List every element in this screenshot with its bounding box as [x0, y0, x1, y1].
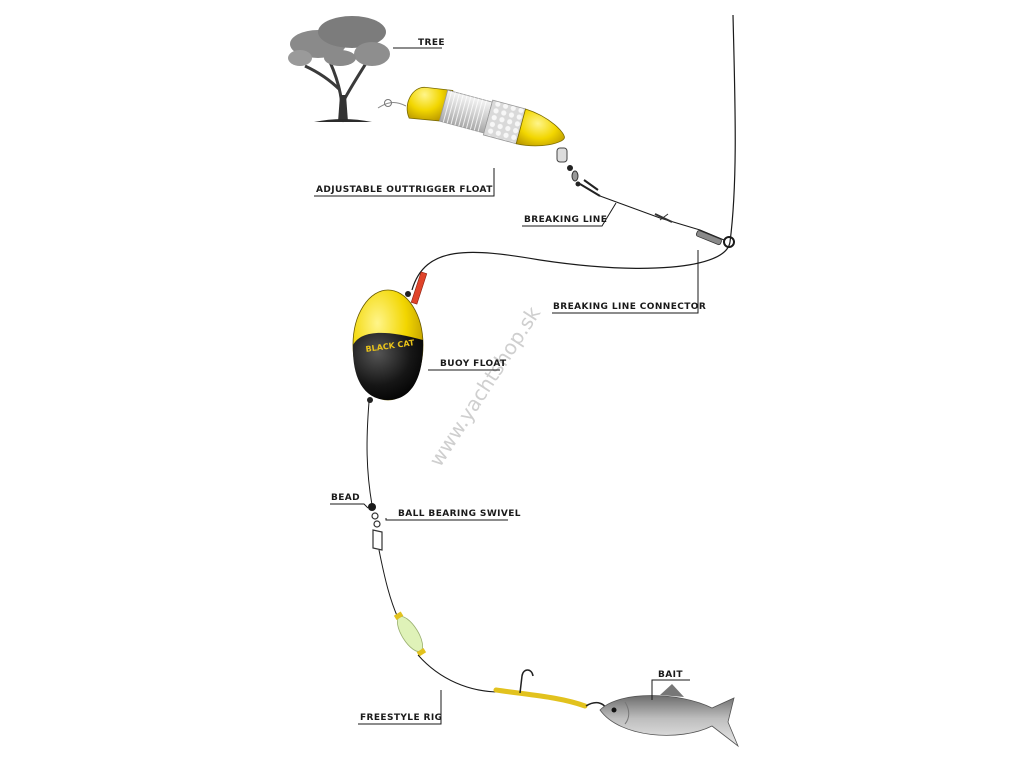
label-buoy-text: BUOY FLOAT [440, 359, 507, 369]
label-tree-text: TREE [418, 38, 445, 48]
label-tree: TREE [393, 38, 445, 49]
bait-leader [417, 654, 501, 693]
main-line-loop [411, 241, 731, 291]
watermark: www.yachtshop.sk [424, 302, 545, 471]
tree-line [377, 102, 407, 109]
label-breaking-line: BREAKING LINE [522, 202, 617, 227]
label-buoy: BUOY FLOAT [428, 359, 507, 371]
tree-line-ring [384, 99, 392, 107]
label-swivel-text: BALL BEARING SWIVEL [398, 509, 521, 519]
main-line [729, 14, 736, 243]
label-bead-text: BEAD [331, 493, 360, 503]
label-rig-text: FREESTYLE RIG [360, 713, 442, 723]
label-outrigger-text: ADJUSTABLE OUTTRIGGER FLOAT [316, 185, 493, 195]
rig-leader [378, 549, 399, 619]
connector-sleeve [695, 230, 722, 246]
buoy-float: BLACK CAT [352, 271, 428, 403]
label-outrigger: ADJUSTABLE OUTTRIGGER FLOAT [314, 168, 495, 197]
bait-fish [599, 684, 739, 748]
bead [368, 503, 376, 511]
outrigger-swivel [556, 147, 601, 197]
label-swivel: BALL BEARING SWIVEL [385, 509, 521, 521]
label-rig: FREESTYLE RIG [358, 690, 442, 725]
ball-bearing-swivel [371, 512, 383, 551]
line-clip [654, 213, 673, 223]
label-breaking-line-text: BREAKING LINE [524, 215, 607, 225]
label-bait-text: BAIT [658, 670, 683, 680]
tree-illustration [288, 16, 390, 123]
outrigger-float [406, 86, 565, 147]
buoy-leader [366, 401, 373, 506]
hook-tube [493, 669, 609, 715]
glow-float [393, 611, 427, 657]
breaking-line [599, 195, 725, 241]
label-bead: BEAD [330, 493, 369, 509]
label-connector-text: BREAKING LINE CONNECTOR [553, 302, 706, 312]
label-bait: BAIT [651, 670, 690, 700]
connector-ring [723, 236, 735, 248]
label-connector: BREAKING LINE CONNECTOR [552, 250, 706, 314]
